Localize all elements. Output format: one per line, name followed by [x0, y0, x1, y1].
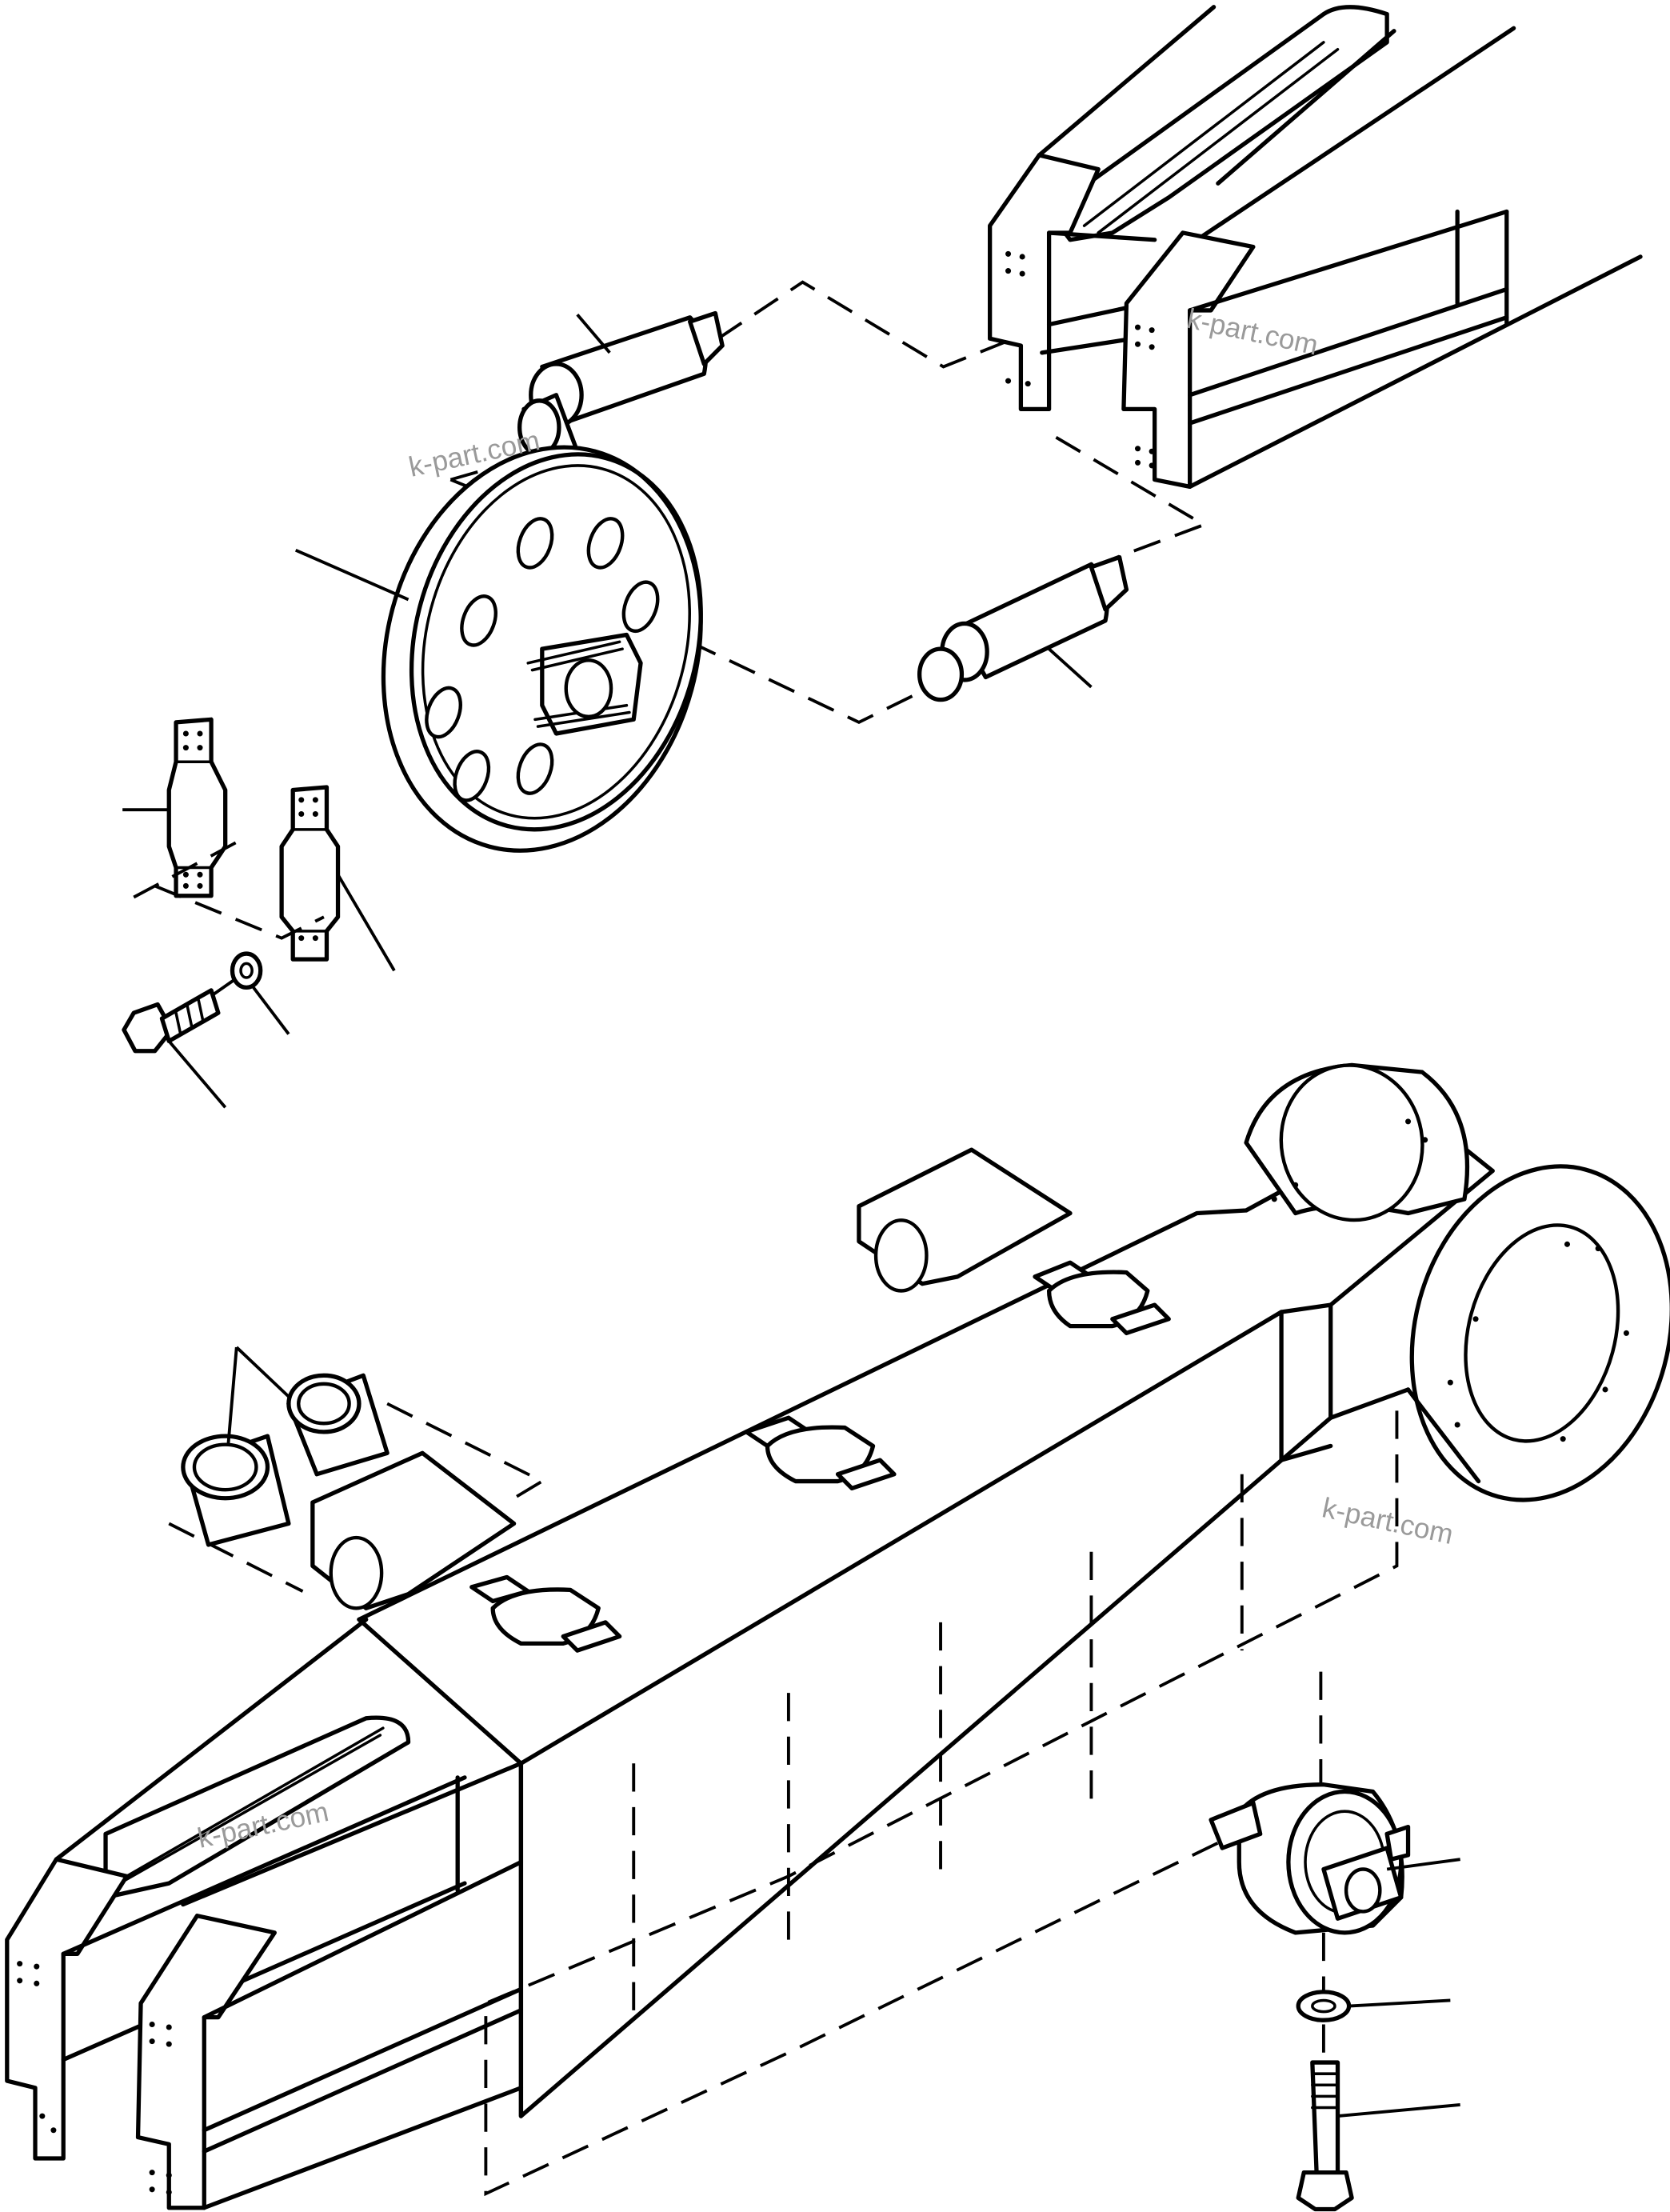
main-track-frame — [5, 1062, 1670, 2210]
upper-track-frame — [988, 5, 1643, 490]
upper-shaft-icon — [517, 310, 725, 461]
idler-wheel-icon — [294, 445, 703, 853]
track-roller-icon — [1209, 1782, 1460, 1935]
lock-washer-icon — [230, 951, 290, 1035]
guide-plate-right-icon — [279, 785, 396, 972]
roller-bolt-icon — [1296, 2060, 1460, 2212]
roller-washer-icon — [1296, 1990, 1451, 2022]
lower-shaft-icon — [917, 554, 1129, 702]
watermark-text: k-part.com — [1320, 1492, 1456, 1550]
hex-bolt-icon — [122, 988, 227, 1109]
roller-mount-guides — [484, 1410, 1399, 2197]
bushings-icon — [181, 1346, 390, 1547]
guide-plate-left-icon — [122, 717, 228, 898]
watermark-text: k-part.com — [1185, 303, 1321, 362]
